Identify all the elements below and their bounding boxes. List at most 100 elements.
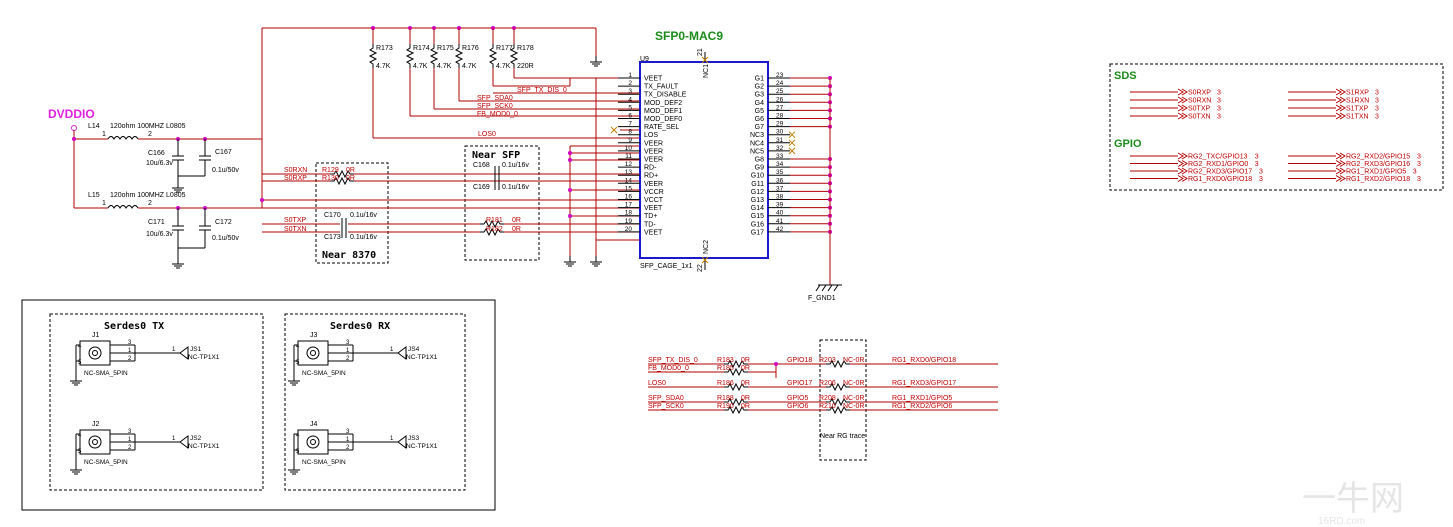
svg-text:Near 8370: Near 8370 (322, 250, 376, 261)
svg-text:3: 3 (1217, 114, 1221, 121)
svg-text:5: 5 (78, 360, 82, 366)
svg-text:S1RXN: S1RXN (1346, 98, 1369, 105)
svg-text:0R: 0R (346, 167, 355, 174)
cap-c166-ref: C166 (148, 150, 165, 157)
near-8370-box: Near 8370 (315, 162, 389, 264)
svg-text:C168: C168 (473, 162, 490, 169)
svg-text:GPIO5: GPIO5 (787, 395, 809, 402)
svg-text:R129: R129 (322, 167, 339, 174)
svg-text:3: 3 (1417, 161, 1421, 168)
svg-text:14: 14 (625, 177, 633, 184)
sfp-right-pins: 23G124G225G326G427G528G629G730NC331NC432… (750, 72, 832, 236)
svg-text:G7: G7 (755, 124, 764, 131)
svg-text:S0TXP: S0TXP (1188, 106, 1211, 113)
svg-text:R185: R185 (717, 365, 734, 372)
svg-text:GPIO18: GPIO18 (787, 357, 812, 364)
svg-text:R130: R130 (322, 175, 339, 182)
sfp-pin-10: 10 VEER (618, 145, 663, 155)
svg-text:RG2_RXD2/GPIO15: RG2_RXD2/GPIO15 (1346, 154, 1410, 161)
svg-text:39: 39 (776, 202, 784, 209)
svg-text:34: 34 (776, 161, 784, 168)
svg-text:2: 2 (346, 445, 350, 451)
svg-text:NC-TP1X1: NC-TP1X1 (406, 443, 438, 450)
svg-text:40: 40 (776, 210, 784, 217)
svg-text:3: 3 (1217, 90, 1221, 97)
cap-c167-val: 0.1u/50v (212, 167, 239, 174)
svg-text:G3: G3 (755, 92, 764, 99)
fgnd-label: F_GND1 (808, 295, 836, 302)
svg-text:3: 3 (346, 340, 350, 346)
svg-text:4.7K: 4.7K (462, 63, 477, 70)
sds-left-0: S0RXP 3 (1130, 88, 1221, 97)
svg-text:24: 24 (776, 80, 784, 87)
svg-text:3: 3 (1417, 176, 1421, 183)
svg-text:0R: 0R (741, 395, 750, 402)
svg-text:NC-SMA_5PIN: NC-SMA_5PIN (84, 459, 128, 466)
svg-text:C170: C170 (324, 212, 341, 219)
svg-text:NC-SMA_5PIN: NC-SMA_5PIN (302, 459, 346, 466)
cap-c171-ref: C171 (148, 219, 165, 226)
svg-text:2: 2 (128, 445, 132, 451)
svg-text:41: 41 (776, 218, 784, 225)
svg-text:6: 6 (628, 113, 632, 120)
svg-text:21: 21 (697, 48, 704, 56)
svg-text:30: 30 (776, 129, 784, 136)
sds-title: SDS (1114, 70, 1137, 82)
svg-text:NC-TP1X1: NC-TP1X1 (188, 354, 220, 361)
svg-text:VEET: VEET (644, 205, 663, 212)
svg-text:3: 3 (128, 340, 132, 346)
svg-text:RG1_RXD2/GPIO18: RG1_RXD2/GPIO18 (1346, 176, 1410, 183)
td-diff-pair: S0TXP S0TXN C170 0.1u/16v C173 0.1u/16v … (262, 212, 640, 241)
svg-text:TX_DISABLE: TX_DISABLE (644, 92, 687, 99)
svg-text:JS3: JS3 (408, 435, 420, 442)
svg-text:VEET: VEET (644, 76, 663, 83)
svg-text:G14: G14 (751, 205, 764, 212)
svg-text:R210: R210 (819, 403, 836, 410)
svg-text:10: 10 (625, 145, 633, 152)
svg-text:0R: 0R (512, 217, 521, 224)
svg-text:G12: G12 (751, 189, 764, 196)
svg-text:一牛网: 一牛网 (1302, 480, 1404, 518)
svg-text:R177: R177 (496, 45, 513, 52)
svg-text:VCCT: VCCT (644, 197, 664, 204)
svg-text:MOD_DEF2: MOD_DEF2 (644, 100, 682, 107)
svg-text:J2: J2 (92, 421, 100, 428)
svg-text:0R: 0R (346, 175, 355, 182)
svg-text:31: 31 (776, 137, 784, 144)
svg-text:S0TXP: S0TXP (284, 217, 307, 224)
svg-text:MOD_DEF0: MOD_DEF0 (644, 116, 682, 123)
svg-text:S0RXP: S0RXP (1188, 90, 1211, 97)
sfp-connector-u9: SFP0-MAC9 U9 SFP_CAGE_1x1 NC1 21 NC2 22 … (618, 29, 842, 302)
svg-text:2: 2 (148, 131, 152, 138)
svg-text:3: 3 (346, 429, 350, 435)
svg-text:120ohm 100MHZ L0805: 120ohm 100MHZ L0805 (110, 192, 186, 199)
svg-text:VEER: VEER (644, 148, 663, 155)
svg-text:1: 1 (102, 200, 106, 207)
svg-text:R174: R174 (413, 45, 430, 52)
svg-text:J3: J3 (310, 332, 318, 339)
svg-text:R186: R186 (717, 380, 734, 387)
svg-text:J4: J4 (310, 421, 318, 428)
svg-text:3: 3 (1413, 169, 1417, 176)
svg-text:16RD.com: 16RD.com (1318, 516, 1365, 527)
